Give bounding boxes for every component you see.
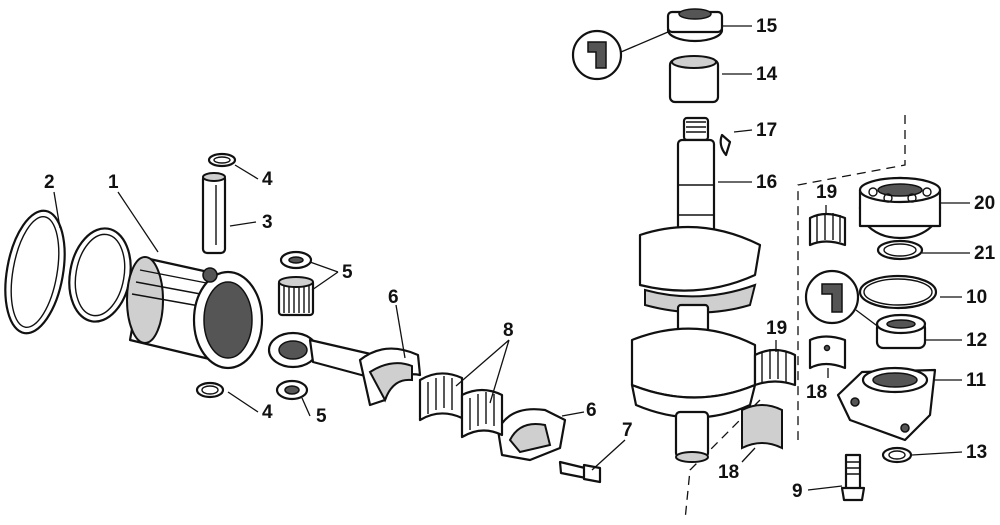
assembly-boundary-dashed bbox=[684, 115, 906, 521]
upper-oil-seal bbox=[666, 8, 724, 43]
callout-10: 10 bbox=[966, 287, 987, 308]
connecting-rod bbox=[267, 331, 422, 407]
callout-21: 21 bbox=[974, 243, 996, 264]
callout-19-center: 19 bbox=[766, 318, 787, 339]
retaining-ring-top bbox=[207, 152, 237, 168]
woodruff-key bbox=[719, 133, 732, 157]
main-bearing-center bbox=[753, 348, 797, 387]
retaining-ring-bottom bbox=[195, 381, 225, 399]
callout-11: 11 bbox=[966, 370, 987, 391]
callout-19-upper: 19 bbox=[816, 182, 837, 203]
bearing-liner-bottom bbox=[741, 404, 783, 450]
o-ring bbox=[858, 274, 938, 310]
wrist-pin bbox=[201, 172, 227, 255]
ball-bearing bbox=[858, 176, 942, 240]
thrust-washer-bottom bbox=[275, 379, 309, 401]
crankpin-bearing-lower bbox=[460, 388, 504, 439]
callout-16: 16 bbox=[756, 172, 777, 193]
callout-9: 9 bbox=[792, 481, 803, 502]
callout-8: 8 bbox=[503, 320, 514, 341]
rod-cap-screw bbox=[558, 460, 602, 484]
lower-oil-seal bbox=[875, 313, 927, 350]
callout-20: 20 bbox=[974, 193, 995, 214]
callout-4-bottom: 4 bbox=[262, 402, 273, 423]
callout-18-left: 18 bbox=[806, 382, 827, 403]
upper-needle-bearing bbox=[668, 55, 720, 104]
callout-labels: 1 2 3 4 4 5 5 6 6 7 8 9 10 11 12 13 14 1… bbox=[44, 16, 996, 502]
callout-4-top: 4 bbox=[262, 169, 273, 190]
callout-5-bottom: 5 bbox=[316, 406, 327, 427]
housing-screw bbox=[840, 453, 866, 502]
washer bbox=[881, 446, 913, 464]
main-bearing-upper bbox=[808, 212, 847, 247]
callout-3: 3 bbox=[262, 212, 273, 233]
callout-14: 14 bbox=[756, 64, 778, 85]
seal-detail-inset-bottom bbox=[804, 269, 881, 329]
lower-bearing-housing bbox=[836, 366, 937, 442]
thrust-washer-top bbox=[279, 250, 313, 270]
wrist-pin-needle-bearing bbox=[277, 276, 315, 317]
callout-2: 2 bbox=[44, 172, 55, 193]
bearing-liner-left bbox=[808, 335, 847, 370]
callout-1: 1 bbox=[108, 172, 119, 193]
callout-15: 15 bbox=[756, 16, 778, 37]
crankshaft bbox=[630, 116, 762, 463]
piston-rings bbox=[4, 209, 132, 335]
callout-6-cap: 6 bbox=[586, 400, 597, 421]
callout-12: 12 bbox=[966, 330, 987, 351]
callout-6-rod: 6 bbox=[388, 287, 399, 308]
crankpin-bearing-upper bbox=[418, 372, 464, 422]
connecting-rod-cap bbox=[496, 408, 567, 462]
bearing-retaining-ring bbox=[876, 239, 924, 261]
callout-13: 13 bbox=[966, 442, 987, 463]
callout-18-bottom: 18 bbox=[718, 462, 739, 483]
seal-detail-inset-top bbox=[571, 29, 669, 81]
piston bbox=[126, 256, 264, 370]
leader-lines bbox=[53, 25, 970, 491]
callout-5-top: 5 bbox=[342, 262, 353, 283]
callout-7: 7 bbox=[622, 420, 633, 441]
callout-17: 17 bbox=[756, 120, 777, 141]
